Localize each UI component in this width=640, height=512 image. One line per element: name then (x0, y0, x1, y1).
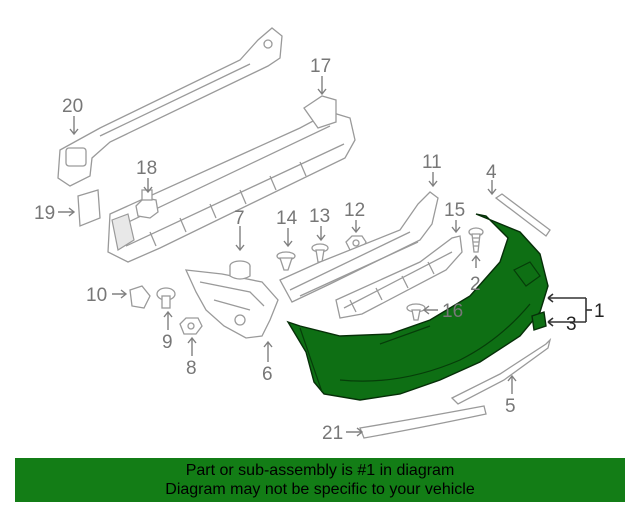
exploded-parts-diagram: 1 2 3 4 5 6 7 8 9 10 11 12 13 14 15 16 1… (34, 27, 605, 444)
callout-20: 20 (62, 96, 83, 117)
part-21-lower-trim (359, 405, 487, 439)
disclaimer-banner: Part or sub-assembly is #1 in diagram Di… (15, 458, 625, 502)
part-3-reflector (531, 311, 547, 331)
part-18-nut (135, 189, 159, 219)
part-10-clip (129, 285, 151, 309)
part-1-bumper-cover (286, 213, 549, 401)
part-20-bracket (57, 27, 283, 187)
callout-6: 6 (262, 364, 273, 385)
part-5-lower-molding (450, 337, 552, 405)
callout-1: 1 (594, 301, 605, 322)
callout-10: 10 (86, 285, 107, 306)
callout-16: 16 (442, 301, 463, 322)
part-17-reinforcement-beam (107, 95, 356, 263)
banner-line-1: Part or sub-assembly is #1 in diagram (185, 462, 455, 479)
part-2-screw (468, 227, 484, 253)
part-4-trim-strip (494, 193, 551, 237)
part-16-clip (406, 303, 426, 321)
part-11-upper-absorber (279, 191, 439, 303)
callout-18: 18 (136, 158, 157, 179)
callout-9: 9 (162, 332, 173, 353)
leader-lines (58, 76, 592, 437)
callout-12: 12 (344, 200, 365, 221)
callout-3: 3 (566, 314, 577, 335)
callout-5: 5 (505, 396, 516, 417)
callout-14: 14 (276, 208, 298, 229)
callout-11: 11 (422, 152, 442, 173)
callout-8: 8 (186, 358, 197, 379)
part-19-pad (77, 189, 101, 227)
part-14-push-pin (276, 251, 296, 271)
callout-19: 19 (34, 203, 55, 224)
part-8-nut (179, 317, 203, 335)
callout-numbers: 1 2 3 4 5 6 7 8 9 10 11 12 13 14 15 16 1… (34, 56, 605, 444)
callout-2: 2 (470, 274, 481, 295)
part-15-lower-absorber (335, 235, 463, 319)
part-6-side-bracket (184, 269, 279, 339)
callout-7: 7 (234, 208, 245, 229)
callout-17: 17 (310, 56, 331, 77)
part-9-bolt (156, 287, 176, 309)
beam-ribs (149, 161, 307, 247)
callout-15: 15 (444, 200, 465, 221)
banner-line-2: Diagram may not be specific to your vehi… (165, 481, 475, 498)
part-7-isolator (229, 260, 251, 280)
callout-4: 4 (486, 162, 497, 183)
part-13-screw (311, 243, 329, 263)
callout-13: 13 (309, 206, 330, 227)
callout-21: 21 (322, 423, 343, 444)
